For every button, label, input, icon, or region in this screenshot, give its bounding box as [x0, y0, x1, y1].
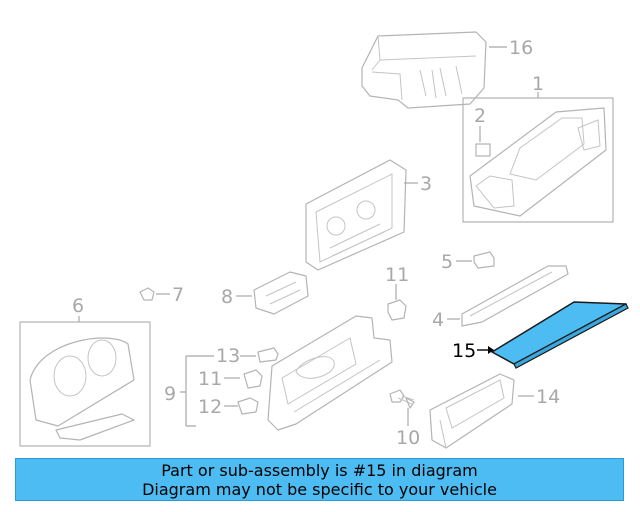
leader-15-arrowhead — [488, 346, 494, 354]
callout-9: 9 — [164, 383, 176, 405]
callout-12: 12 — [198, 396, 222, 418]
part-1-box — [462, 97, 614, 223]
banner-line-1: Part or sub-assembly is #15 in diagram — [161, 460, 478, 480]
bracket-9 — [180, 355, 214, 427]
callout-15: 15 — [452, 340, 476, 362]
part-5-clip — [473, 251, 495, 269]
info-banner: Part or sub-assembly is #15 in diagram D… — [15, 458, 624, 501]
part-10-screw — [389, 389, 415, 409]
part-4-trim-strip — [461, 265, 569, 327]
callout-11-upper: 11 — [385, 264, 409, 286]
callout-6: 6 — [72, 295, 84, 317]
callout-5: 5 — [441, 251, 453, 273]
part-12-clip — [237, 397, 259, 415]
callout-4: 4 — [432, 309, 444, 331]
callout-2: 2 — [474, 105, 486, 127]
part-8-bracket — [253, 271, 309, 315]
part-11-clip-lower — [243, 369, 263, 389]
part-1-center-bezel — [469, 107, 607, 217]
lower-dash-panel — [267, 315, 393, 431]
banner-line-2: Diagram may not be specific to your vehi… — [142, 479, 497, 499]
callout-8: 8 — [221, 286, 233, 308]
part-15-highlighted — [491, 301, 627, 365]
part-6-box — [19, 321, 151, 447]
part-3-climate-panel — [305, 159, 407, 271]
callout-13: 13 — [216, 345, 240, 367]
callout-7: 7 — [172, 284, 184, 306]
callout-1: 1 — [532, 73, 544, 95]
callout-14: 14 — [536, 386, 560, 408]
part-16-airbag-module — [361, 31, 487, 109]
part-11-clip-upper — [387, 299, 407, 321]
callout-10: 10 — [396, 427, 420, 449]
callout-11-lower: 11 — [198, 368, 222, 390]
part-15-edge — [513, 303, 629, 369]
part-2-clip — [475, 143, 491, 157]
callout-16: 16 — [509, 37, 533, 59]
part-7-clip — [139, 287, 155, 301]
callout-3: 3 — [420, 173, 432, 195]
part-13-clip — [257, 347, 279, 363]
part-14-glove-box-bin — [429, 373, 515, 449]
part-6-instrument-cluster — [29, 337, 135, 441]
